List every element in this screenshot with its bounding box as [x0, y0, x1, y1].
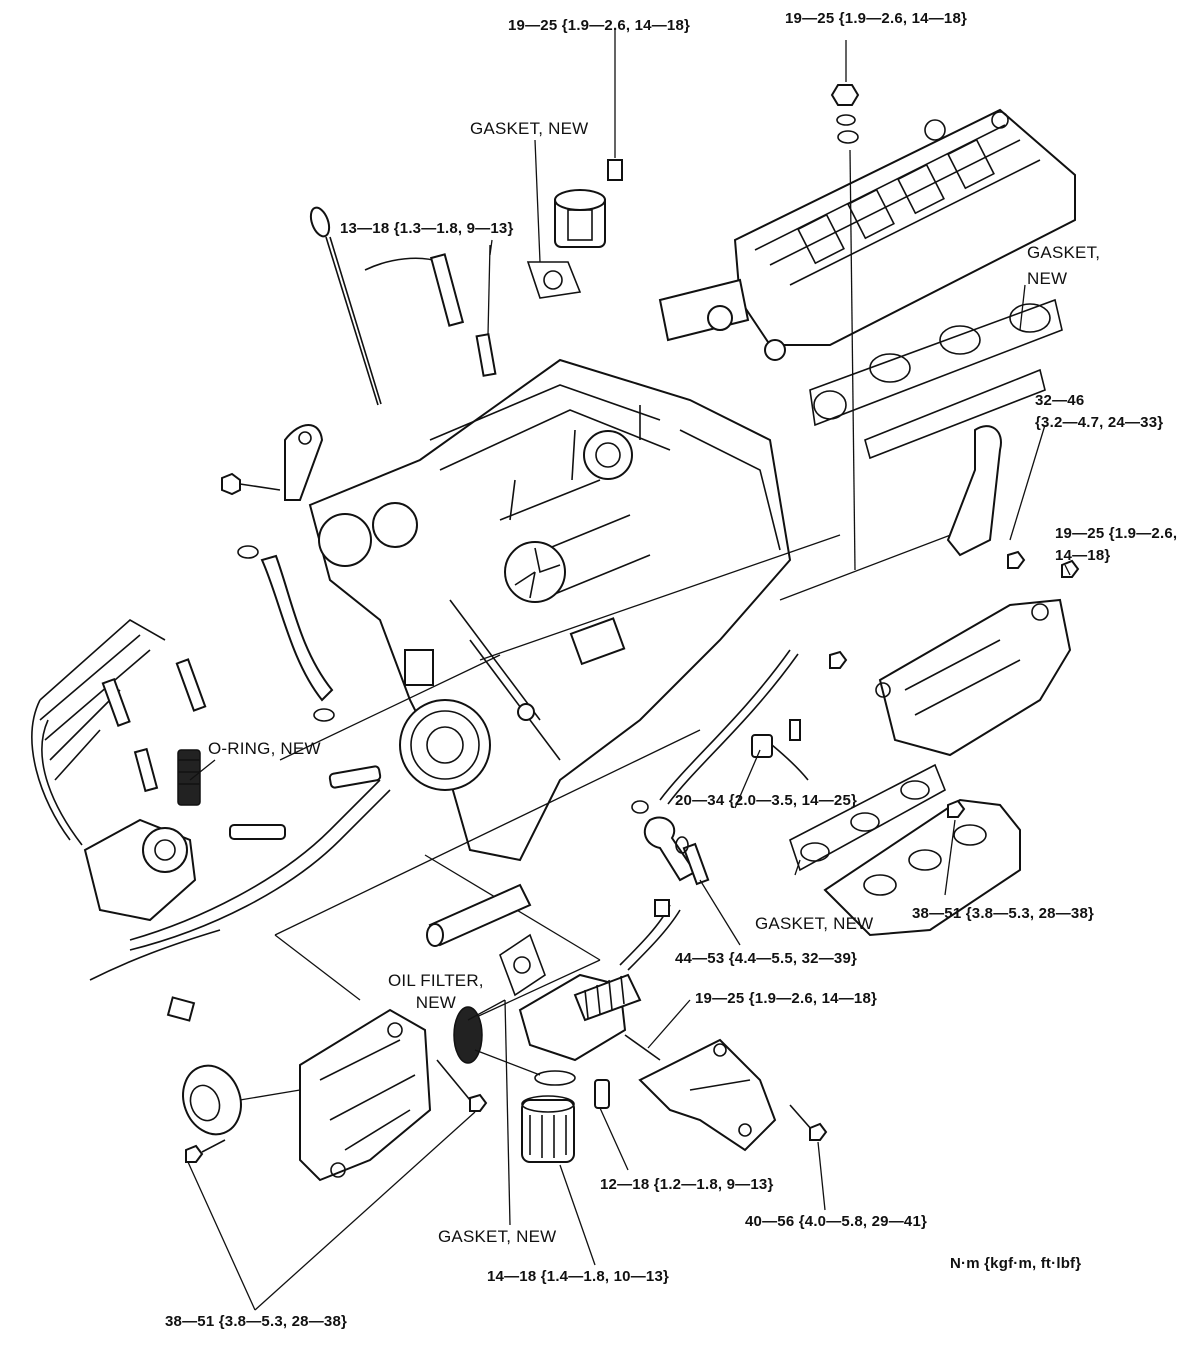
gasket-new-label-exhaust: GASKET, NEW	[755, 914, 874, 933]
engine-mount-bracket	[624, 1034, 828, 1152]
exhaust-manifold	[823, 798, 1021, 937]
oil-filter	[521, 1095, 575, 1163]
torque-spec-water-outlet: 19—25 {1.9—2.6, 14—18}	[695, 990, 878, 1007]
water-inlet-housing	[518, 899, 681, 1062]
water-outlet-housing	[554, 30, 623, 248]
intake-manifold-gasket	[809, 298, 1063, 460]
torque-spec-oil-filter: 14—18 {1.4—1.8, 10—13}	[487, 1268, 670, 1285]
water-inlet-gasket	[499, 933, 546, 997]
oil-pressure-switch	[594, 1079, 610, 1109]
right-engine-bracket	[946, 425, 1026, 569]
torque-spec-right-bracket: 32—46 {3.2—4.7, 24—33}	[1035, 392, 1164, 431]
exhaust-heat-shield	[875, 559, 1080, 757]
gasket-new-label-oil-filter: GASKET, NEW	[438, 1227, 557, 1246]
torque-spec-pipe-bolt: 44—53 {4.4—5.5, 32—39}	[675, 950, 858, 967]
oil-filter-new-label: OIL FILTER, NEW	[388, 971, 484, 1012]
torque-spec-left-bracket: 38—51 {3.8—5.3, 28—38}	[165, 1313, 348, 1330]
gasket-new-label-manifold: GASKET, NEW	[1027, 243, 1101, 288]
distributor	[83, 749, 201, 922]
water-pipe	[631, 800, 710, 886]
torque-spec-heat-shield: 19—25 {1.9—2.6, 14—18}	[1055, 525, 1178, 564]
coolant-hose	[237, 545, 335, 722]
oil-filter-gasket	[453, 1006, 576, 1086]
torque-spec-oil-sensor: 20—34 {2.0—3.5, 14—25}	[675, 792, 858, 809]
alternator-bracket	[299, 1008, 488, 1182]
o-ring-new-label: O-RING, NEW	[208, 739, 321, 758]
exhaust-manifold-gasket	[789, 763, 947, 872]
ignition-wire-harness	[89, 765, 391, 1022]
water-outlet-gasket	[526, 139, 582, 299]
torque-spec-top-left: 19—25 {1.9—2.6, 14—18}	[508, 17, 691, 34]
engine-block	[308, 358, 792, 862]
torque-units-legend: N·m {kgf·m, ft·lbf}	[950, 1255, 1082, 1272]
engine-hanger-bracket	[221, 424, 324, 501]
spark-plug-wire	[364, 253, 465, 327]
spark-plug	[475, 244, 497, 377]
idler-pulley	[182, 1064, 301, 1163]
bypass-pipe	[426, 883, 532, 947]
manifold-nut-washers	[830, 40, 860, 571]
torque-spec-dipstick: 13—18 {1.3—1.8, 9—13}	[340, 220, 514, 237]
oil-pressure-sensor	[659, 649, 848, 805]
torque-spec-switch: 12—18 {1.2—1.8, 9—13}	[600, 1176, 774, 1193]
oil-dipstick	[309, 206, 382, 406]
gasket-new-label-top: GASKET, NEW	[470, 119, 589, 138]
torque-spec-top-right: 19—25 {1.9—2.6, 14—18}	[785, 10, 968, 27]
intake-manifold	[658, 108, 1076, 361]
torque-spec-engine-mount: 40—56 {4.0—5.8, 29—41}	[745, 1213, 928, 1230]
spark-plug-wires	[31, 619, 207, 846]
callout-leader-lines	[187, 239, 1071, 1311]
torque-spec-exhaust-manifold: 38—51 {3.8—5.3, 28—38}	[912, 905, 1095, 922]
